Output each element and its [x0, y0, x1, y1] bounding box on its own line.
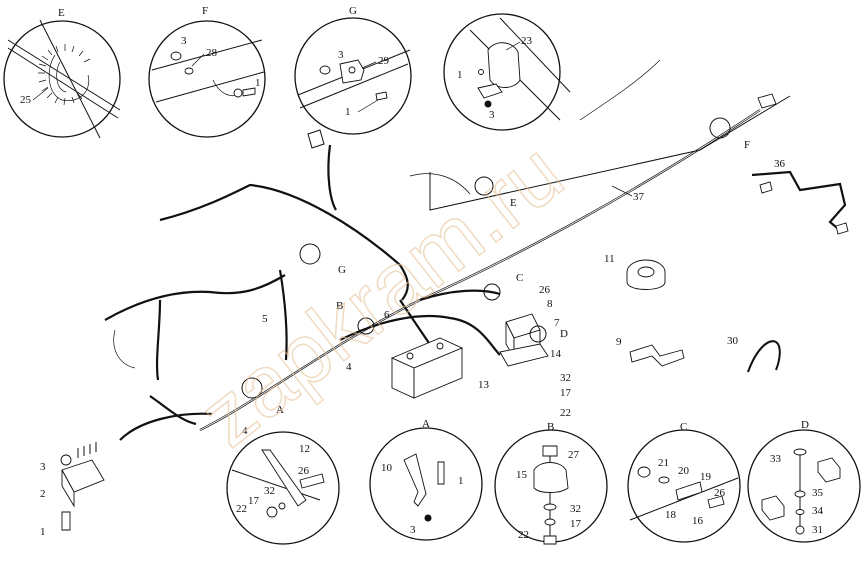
label-37: 37	[633, 191, 645, 203]
label-36: 36	[774, 158, 786, 170]
label-7: 7	[554, 317, 560, 329]
detail-e: E 25	[3, 7, 121, 139]
clip-30	[747, 340, 781, 373]
label-15: 15	[516, 469, 528, 481]
detail-g: G 3 29 1	[294, 5, 412, 135]
label-18: 18	[665, 509, 677, 521]
label-17: 17	[248, 495, 260, 507]
label-6: 6	[384, 309, 390, 321]
label-26-c: 26	[714, 487, 726, 499]
label-13: 13	[478, 379, 490, 391]
label-2: 2	[40, 488, 46, 500]
detail-g-title: G	[349, 5, 357, 17]
detail-c-title: C	[680, 421, 687, 433]
label-17-b: 17	[570, 518, 582, 530]
label-21: 21	[658, 457, 669, 469]
label-22: 22	[236, 503, 247, 515]
label-14: 14	[550, 348, 562, 360]
part-numbers: 37 36 11 9 30 26 8 7 14 32 17 22 6 13 5 …	[40, 158, 786, 538]
detail-23: 23 1 3	[443, 13, 571, 131]
label-32: 32	[264, 485, 275, 497]
label-26-main: 26	[539, 284, 551, 296]
label-35: 35	[812, 487, 824, 499]
grommet-teeth	[38, 44, 91, 106]
detail-e-title: E	[58, 7, 65, 19]
callout-e: E	[510, 197, 517, 209]
label-5: 5	[262, 313, 268, 325]
callout-f: F	[744, 139, 750, 151]
label-19: 19	[700, 471, 712, 483]
callout-a: A	[276, 404, 284, 416]
label-1: 1	[255, 77, 261, 89]
label-30: 30	[727, 335, 739, 347]
battery	[390, 337, 464, 399]
label-22-b: 22	[518, 529, 529, 541]
callout-b: B	[336, 300, 343, 312]
label-20: 20	[678, 465, 690, 477]
label-10: 10	[381, 462, 393, 474]
label-33: 33	[770, 453, 782, 465]
detail-d: D 33 35 34 31	[747, 419, 861, 543]
label-8: 8	[547, 298, 553, 310]
label-4: 4	[346, 361, 352, 373]
label-23: 23	[521, 35, 533, 47]
tape-roll-11	[626, 259, 666, 290]
detail-f-title: F	[202, 5, 208, 17]
label-3-a: 3	[410, 524, 416, 536]
label-26: 26	[298, 465, 310, 477]
label-11: 11	[604, 253, 615, 265]
label-1-g: 1	[345, 106, 351, 118]
relay-bracket	[499, 313, 549, 367]
label-3: 3	[181, 35, 187, 47]
detail-a-title: A	[422, 418, 430, 430]
callout-g: G	[338, 264, 346, 276]
label-9: 9	[616, 336, 622, 348]
detail-12: 12 26 32 17 22	[226, 431, 340, 545]
label-4-b: 4	[242, 425, 248, 437]
label-29: 29	[378, 55, 390, 67]
detail-a: A 10 1 3	[369, 418, 483, 541]
label-22-main: 22	[560, 407, 571, 419]
relay-2	[60, 442, 105, 531]
harness-36	[751, 170, 849, 235]
detail-d-title: D	[801, 419, 809, 431]
detail-c: C 21 20 19 26 18 16	[627, 421, 741, 543]
label-31: 31	[812, 524, 823, 536]
label-3-g: 3	[338, 49, 344, 61]
detail-f: F 3 28 1	[148, 5, 266, 138]
label-1-a: 1	[458, 475, 464, 487]
label-34: 34	[812, 505, 824, 517]
label-12: 12	[299, 443, 310, 455]
label-17-main: 17	[560, 387, 572, 399]
label-16: 16	[692, 515, 704, 527]
label-3-relay: 3	[40, 461, 46, 473]
label-1-relay: 1	[40, 526, 46, 538]
label-28: 28	[206, 47, 218, 59]
watermark: zapkram.ru	[183, 125, 581, 465]
detail-b: B 27 15 32 17 22	[494, 421, 608, 545]
label-27: 27	[568, 449, 580, 461]
label-3-23: 3	[489, 109, 495, 121]
bracket-9	[629, 344, 685, 367]
detail-b-title: B	[547, 421, 554, 433]
label-32-b: 32	[570, 503, 581, 515]
callout-c: C	[516, 272, 523, 284]
callout-d: D	[560, 328, 568, 340]
callout-markers: E F G A B C D	[241, 117, 750, 416]
label-25: 25	[20, 94, 32, 106]
label-1-23: 1	[457, 69, 463, 81]
label-32-main: 32	[560, 372, 571, 384]
